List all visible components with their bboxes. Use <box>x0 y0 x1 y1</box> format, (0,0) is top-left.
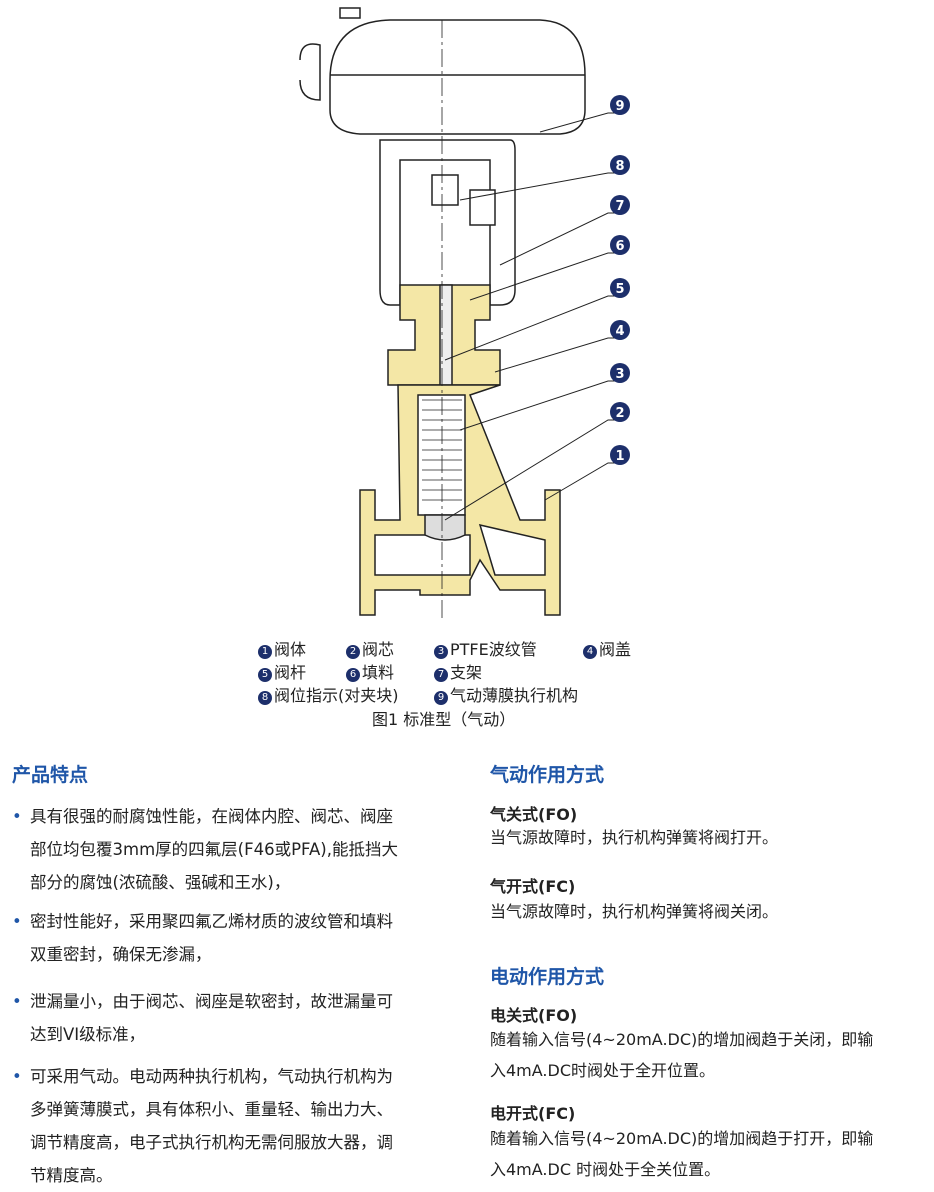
leader-line <box>459 172 620 201</box>
bullet-line: 具有很强的耐腐蚀性能，在阀体内腔、阀芯、阀座 <box>30 807 393 826</box>
callout-badge <box>610 320 630 340</box>
feature-bullet: • 密封性能好，采用聚四氟乙烯材质的波纹管和填料双重密封，确保无渗漏， <box>12 905 430 971</box>
callout-badge <box>610 363 630 383</box>
callout-badge <box>610 195 630 215</box>
bullet-dot: • <box>12 1067 22 1086</box>
figure-caption: 图1 标准型（气动） <box>372 710 516 729</box>
callout-number: 6 <box>615 239 624 254</box>
number-badge: 8 <box>258 691 272 705</box>
bullet-line: 部位均包覆3mm厚的四氟层(F46或PFA),能抵挡大 <box>30 840 398 859</box>
pneumatic-fo-text: 当气源故障时，执行机构弹簧将阀打开。 <box>490 828 779 847</box>
electric-fc-label: 电开式(FC) <box>490 1104 576 1123</box>
callout-number: 8 <box>615 159 624 174</box>
feature-bullet: • 具有很强的耐腐蚀性能，在阀体内腔、阀芯、阀座部位均包覆3mm厚的四氟层(F46… <box>12 800 430 899</box>
bullet-line: 节精度高。 <box>30 1166 113 1185</box>
feature-bullet: • 泄漏量小，由于阀芯、阀座是软密封，故泄漏量可达到VI级标准， <box>12 985 430 1051</box>
legend-label: 填料 <box>362 663 395 682</box>
electric-fo-text: 随着输入信号(4~20mA.DC)的增加阀趋于关闭，即输入4mA.DC时阀处于全… <box>490 1030 874 1080</box>
number-badge: 5 <box>258 668 272 682</box>
legend-label: 阀盖 <box>599 640 632 659</box>
electric-title: 电动作用方式 <box>490 966 605 988</box>
callout-badge <box>610 155 630 175</box>
pneumatic-fc-text: 当气源故障时，执行机构弹簧将阀关闭。 <box>490 902 779 921</box>
bullet-dot: • <box>12 807 22 826</box>
callout-number: 5 <box>615 282 624 297</box>
actuator-diaphragm <box>329 19 586 135</box>
bullet-line: 达到VI级标准， <box>30 1025 146 1044</box>
number-badge: 1 <box>258 645 272 659</box>
callout-badge <box>610 402 630 422</box>
number-badge: 6 <box>346 668 360 682</box>
electric-fc-text: 随着输入信号(4~20mA.DC)的增加阀趋于打开，即输入4mA.DC 时阀处于… <box>490 1129 874 1179</box>
features-title: 产品特点 <box>12 764 89 786</box>
bullet-line: 泄漏量小，由于阀芯、阀座是软密封，故泄漏量可 <box>30 992 393 1011</box>
callout-number: 1 <box>615 449 624 464</box>
number-badge: 3 <box>434 645 448 659</box>
bullet-dot: • <box>12 912 22 931</box>
pneumatic-fo-label: 气关式(FO) <box>490 805 578 824</box>
callout-number: 2 <box>615 406 624 421</box>
callout-number: 3 <box>615 367 624 382</box>
number-badge: 4 <box>583 645 597 659</box>
legend-label: 阀位指示(对夹块) <box>274 686 399 705</box>
leader-line <box>499 212 620 266</box>
number-badge: 9 <box>434 691 448 705</box>
electric-fo-label: 电关式(FO) <box>490 1006 578 1025</box>
bullet-line: 密封性能好，采用聚四氟乙烯材质的波纹管和填料 <box>30 912 393 931</box>
bullet-line: 部分的腐蚀(浓硫酸、强碱和王水)， <box>30 873 291 892</box>
pneumatic-title: 气动作用方式 <box>490 764 605 786</box>
bullet-line: 多弹簧薄膜式，具有体积小、重量轻、输出力大、 <box>30 1100 393 1119</box>
legend-label: 支架 <box>450 663 483 682</box>
valve-plug <box>424 514 466 541</box>
valve-diagram: 9 8 7 6 5 4 3 2 1 <box>299 7 630 620</box>
callout-badge <box>610 235 630 255</box>
legend-label: 气动薄膜执行机构 <box>450 686 579 705</box>
legend-label: PTFE波纹管 <box>450 640 537 659</box>
bullet-dot: • <box>12 992 22 1011</box>
callout-number: 7 <box>615 199 624 214</box>
pneumatic-fc-label: 气开式(FC) <box>490 877 576 896</box>
callout-number: 9 <box>615 99 624 114</box>
bullet-line: 调节精度高，电子式执行机构无需伺服放大器，调 <box>30 1133 393 1152</box>
callout-badge <box>610 278 630 298</box>
callout-number: 4 <box>615 324 624 339</box>
yoke <box>379 139 516 306</box>
bullet-line: 双重密封，确保无渗漏， <box>30 945 212 964</box>
legend-label: 阀杆 <box>274 663 307 682</box>
leader-line <box>494 337 620 373</box>
feature-bullet: • 可采用气动。电动两种执行机构，气动执行机构为多弹簧薄膜式，具有体积小、重量轻、… <box>12 1060 430 1192</box>
legend-label: 阀体 <box>274 640 307 659</box>
legend-label: 阀芯 <box>362 640 395 659</box>
callout-badge <box>610 445 630 465</box>
callout-badge <box>610 95 630 115</box>
bullet-line: 可采用气动。电动两种执行机构，气动执行机构为 <box>30 1067 393 1086</box>
number-badge: 2 <box>346 645 360 659</box>
number-badge: 7 <box>434 668 448 682</box>
